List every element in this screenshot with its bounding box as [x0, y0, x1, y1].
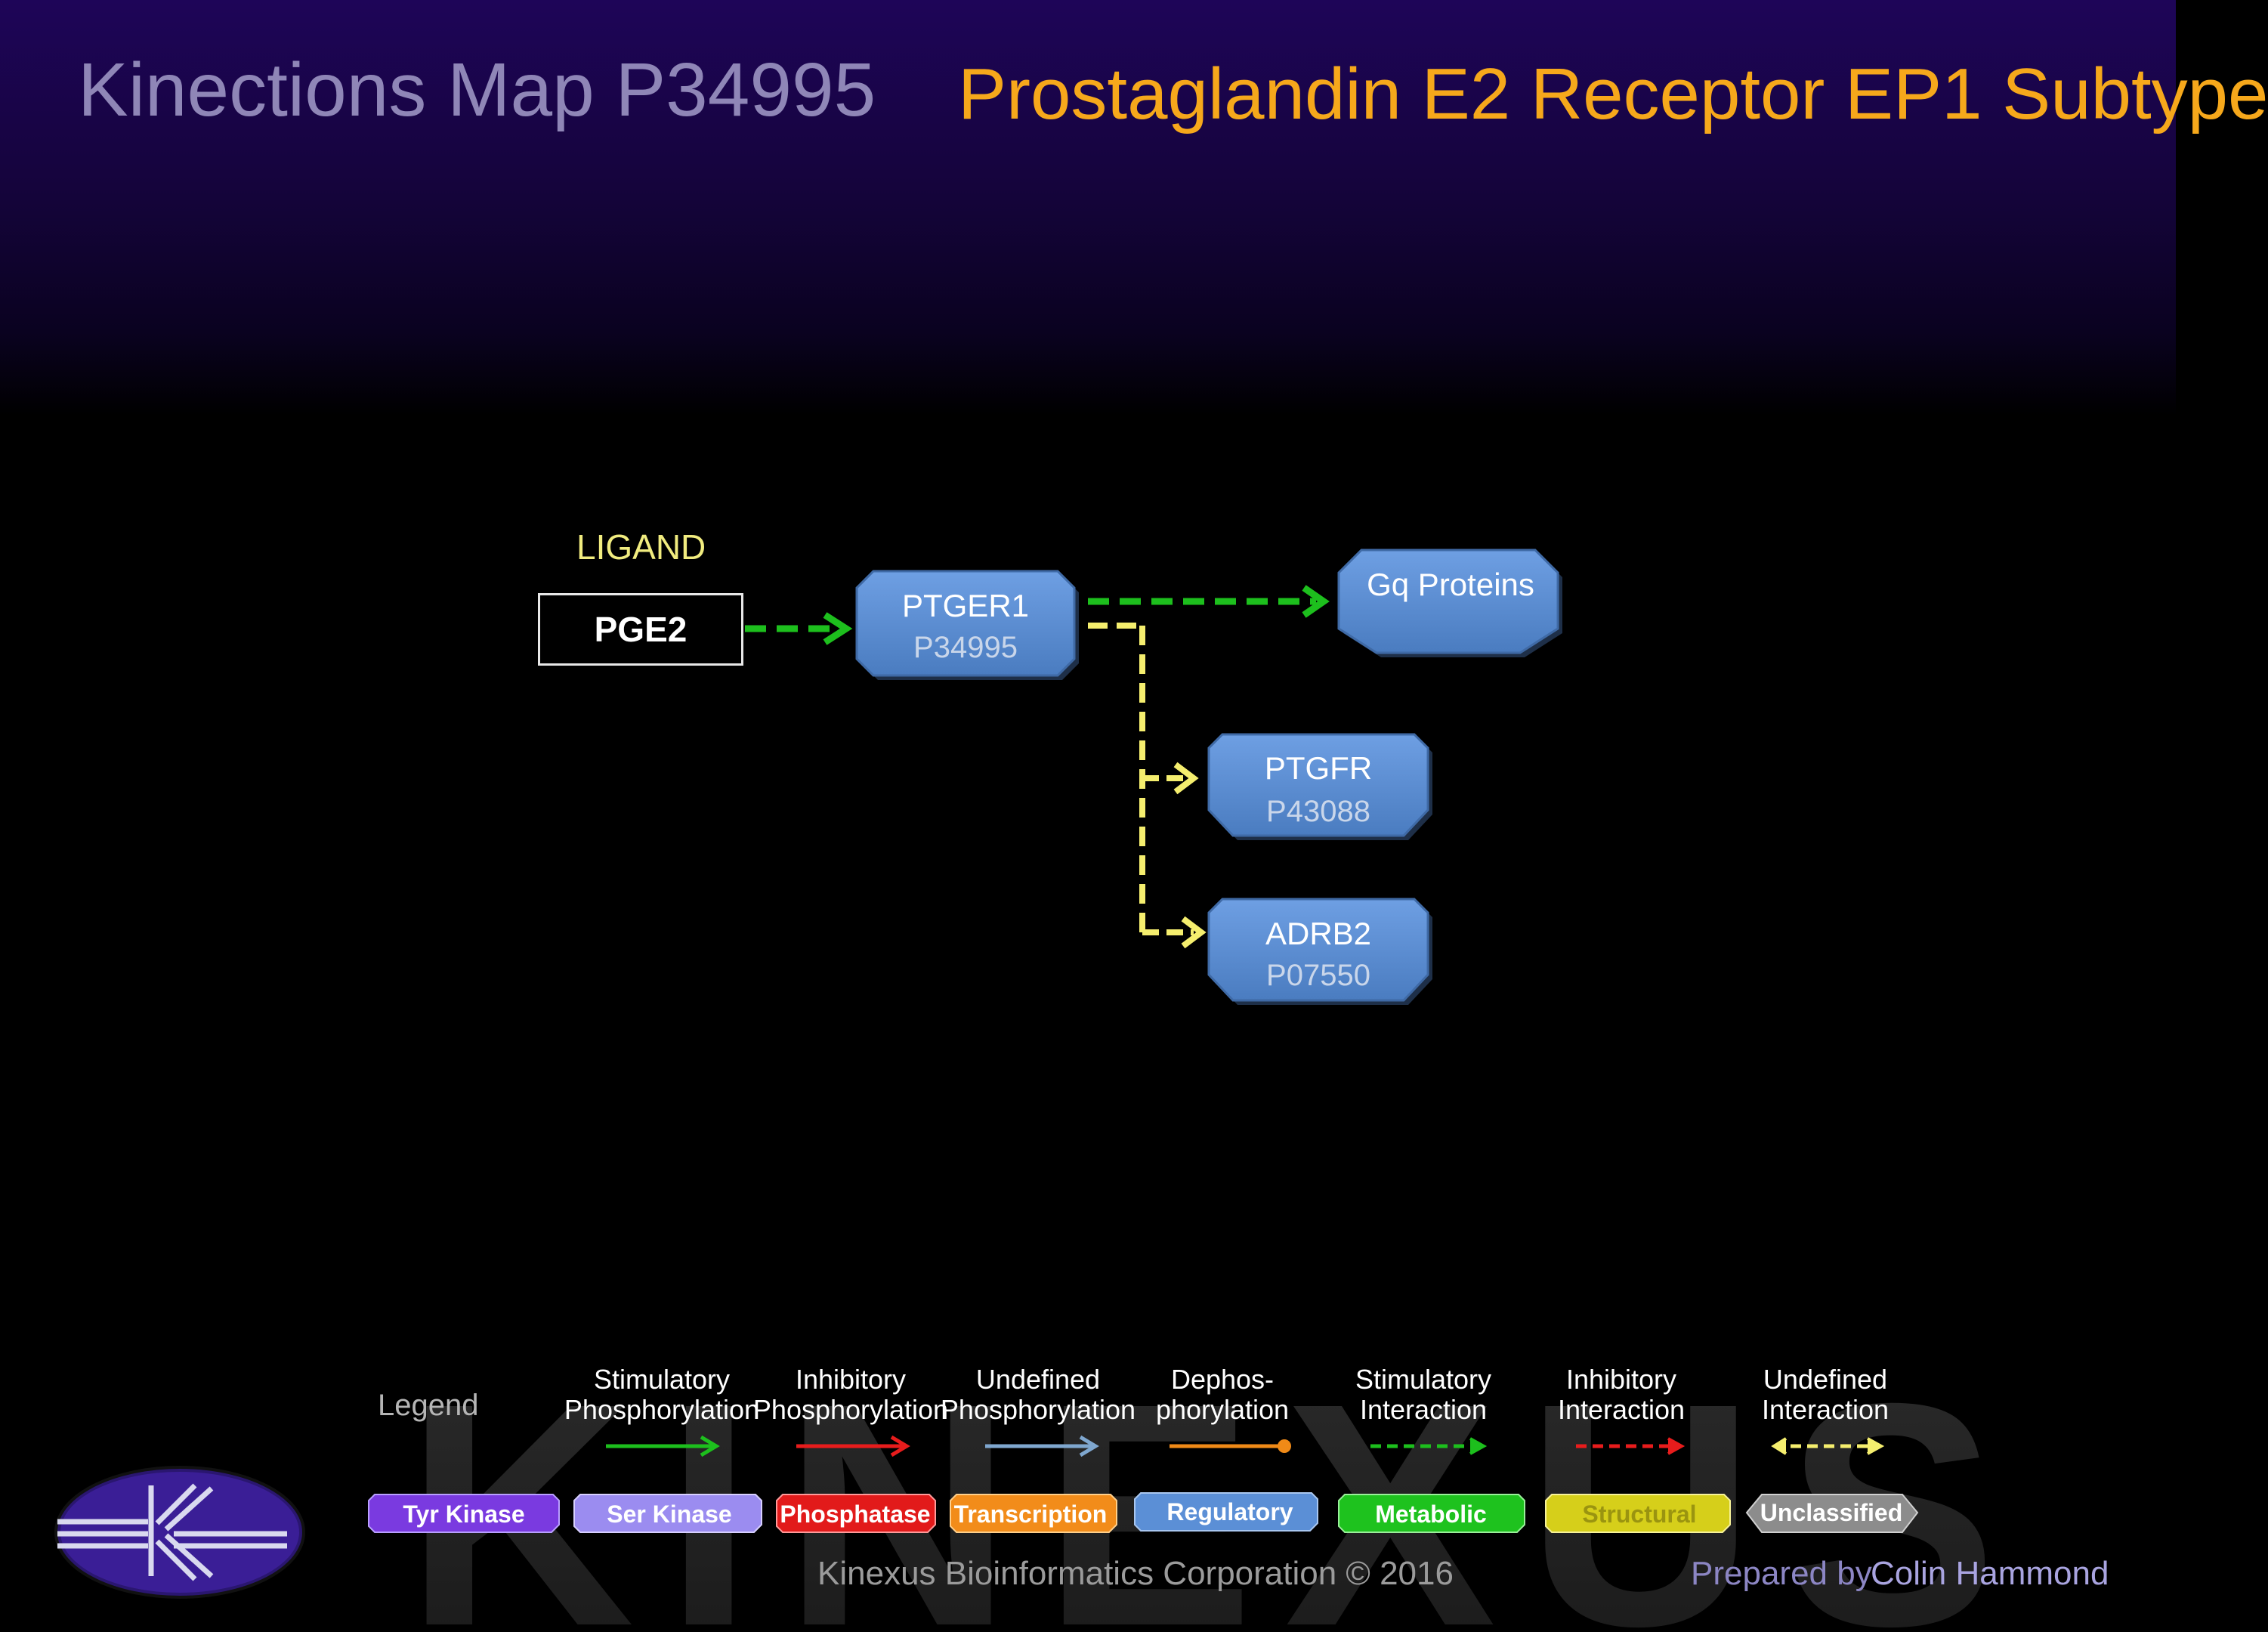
- category-transcription-label: Transcription: [954, 1501, 1108, 1528]
- node-adrb2-accession: P07550: [1266, 959, 1370, 992]
- node-ptger1-accession: P34995: [913, 631, 1018, 664]
- legend-arrow-inhibitory-interaction: [1576, 1437, 1686, 1455]
- legend-arrow-dephosphorylation: [1170, 1439, 1291, 1453]
- edge-ptger1-gq: [1088, 585, 1330, 618]
- edge-ptger1-ptgfr: [1142, 762, 1199, 795]
- category-unclassified: Unclassified: [1745, 1494, 1919, 1533]
- legend-title: Legend: [378, 1389, 479, 1422]
- node-ptgfr-accession: P43088: [1266, 795, 1370, 828]
- category-phosphatase: Phosphatase: [776, 1494, 936, 1533]
- node-ptgfr[interactable]: PTGFR P43088: [1207, 733, 1432, 840]
- legend-label-stimulatory-interaction: Stimulatory Interaction: [1355, 1364, 1492, 1425]
- category-transcription: Transcription: [950, 1494, 1117, 1533]
- legend-label-inhibitory-phosphorylation: Inhibitory Phosphorylation: [752, 1364, 949, 1425]
- category-metabolic-label: Metabolic: [1375, 1501, 1487, 1528]
- legend-arrow-stimulatory-interaction: [1370, 1437, 1488, 1455]
- ligand-label: LIGAND: [576, 527, 706, 567]
- pathway-diagram: KINEXUS PTGER1 P34995: [54, 549, 2027, 1632]
- category-metabolic: Metabolic: [1338, 1494, 1525, 1533]
- prepared-by-label: Prepared by: [1691, 1555, 1872, 1592]
- category-phosphatase-label: Phosphatase: [780, 1501, 930, 1528]
- edge-ptger1-undefined-trunk: [1088, 623, 1145, 932]
- ligand-pge2-box[interactable]: PGE2: [538, 593, 743, 666]
- category-ser-kinase-label: Ser Kinase: [607, 1501, 731, 1528]
- legend-label-stimulatory-phosphorylation: Stimulatory Phosphorylation: [564, 1364, 760, 1425]
- legend-arrow-undefined-interaction: [1771, 1437, 1885, 1455]
- node-ptger1-name: PTGER1: [902, 588, 1029, 623]
- category-tyr-kinase-label: Tyr Kinase: [403, 1501, 524, 1528]
- legend-label-inhibitory-interaction: Inhibitory Interaction: [1557, 1364, 1686, 1425]
- legend-arrow-inhibitory-phosphorylation: [796, 1435, 910, 1457]
- watermark-kinexus: KINEXUS: [405, 1338, 2027, 1632]
- header-band: [0, 0, 2176, 416]
- author-name: Colin Hammond: [1871, 1555, 2109, 1592]
- category-ser-kinase: Ser Kinase: [573, 1494, 762, 1533]
- page-title: Kinections Map P34995: [78, 48, 876, 132]
- node-ptgfr-name: PTGFR: [1265, 750, 1372, 786]
- legend-arrow-stimulatory-phosphorylation: [606, 1435, 720, 1457]
- legend-label-dephosphorylation: Dephos- phorylation: [1155, 1364, 1290, 1425]
- category-regulatory-label: Regulatory: [1166, 1498, 1293, 1525]
- category-unclassified-label: Unclassified: [1760, 1499, 1903, 1526]
- kinexus-logo: [54, 1466, 305, 1599]
- legend-arrow-undefined-phosphorylation: [985, 1435, 1099, 1457]
- edge-pge2-ptger1: [745, 612, 853, 645]
- node-adrb2[interactable]: ADRB2 P07550: [1207, 898, 1432, 1005]
- node-gq-proteins[interactable]: Gq Proteins: [1337, 549, 1562, 657]
- ligand-pge2-label: PGE2: [594, 610, 688, 649]
- node-gq-name: Gq Proteins: [1367, 567, 1534, 602]
- node-adrb2-name: ADRB2: [1265, 916, 1371, 951]
- legend-label-undefined-interaction: Undefined Interaction: [1761, 1364, 1889, 1425]
- category-regulatory: Regulatory: [1134, 1492, 1318, 1532]
- node-ptger1[interactable]: PTGER1 P34995: [855, 570, 1079, 680]
- category-tyr-kinase: Tyr Kinase: [368, 1494, 560, 1533]
- category-structural-label: Structural: [1582, 1501, 1696, 1528]
- category-structural: Structural: [1545, 1494, 1731, 1533]
- legend-label-undefined-phosphorylation: Undefined Phosphorylation: [940, 1364, 1136, 1425]
- footer-credit: Kinexus Bioinformatics Corporation © 201…: [817, 1555, 1454, 1592]
- edge-ptger1-adrb2: [1142, 916, 1207, 949]
- page-subtitle: Prostaglandin E2 Receptor EP1 Subtype: [958, 54, 2268, 134]
